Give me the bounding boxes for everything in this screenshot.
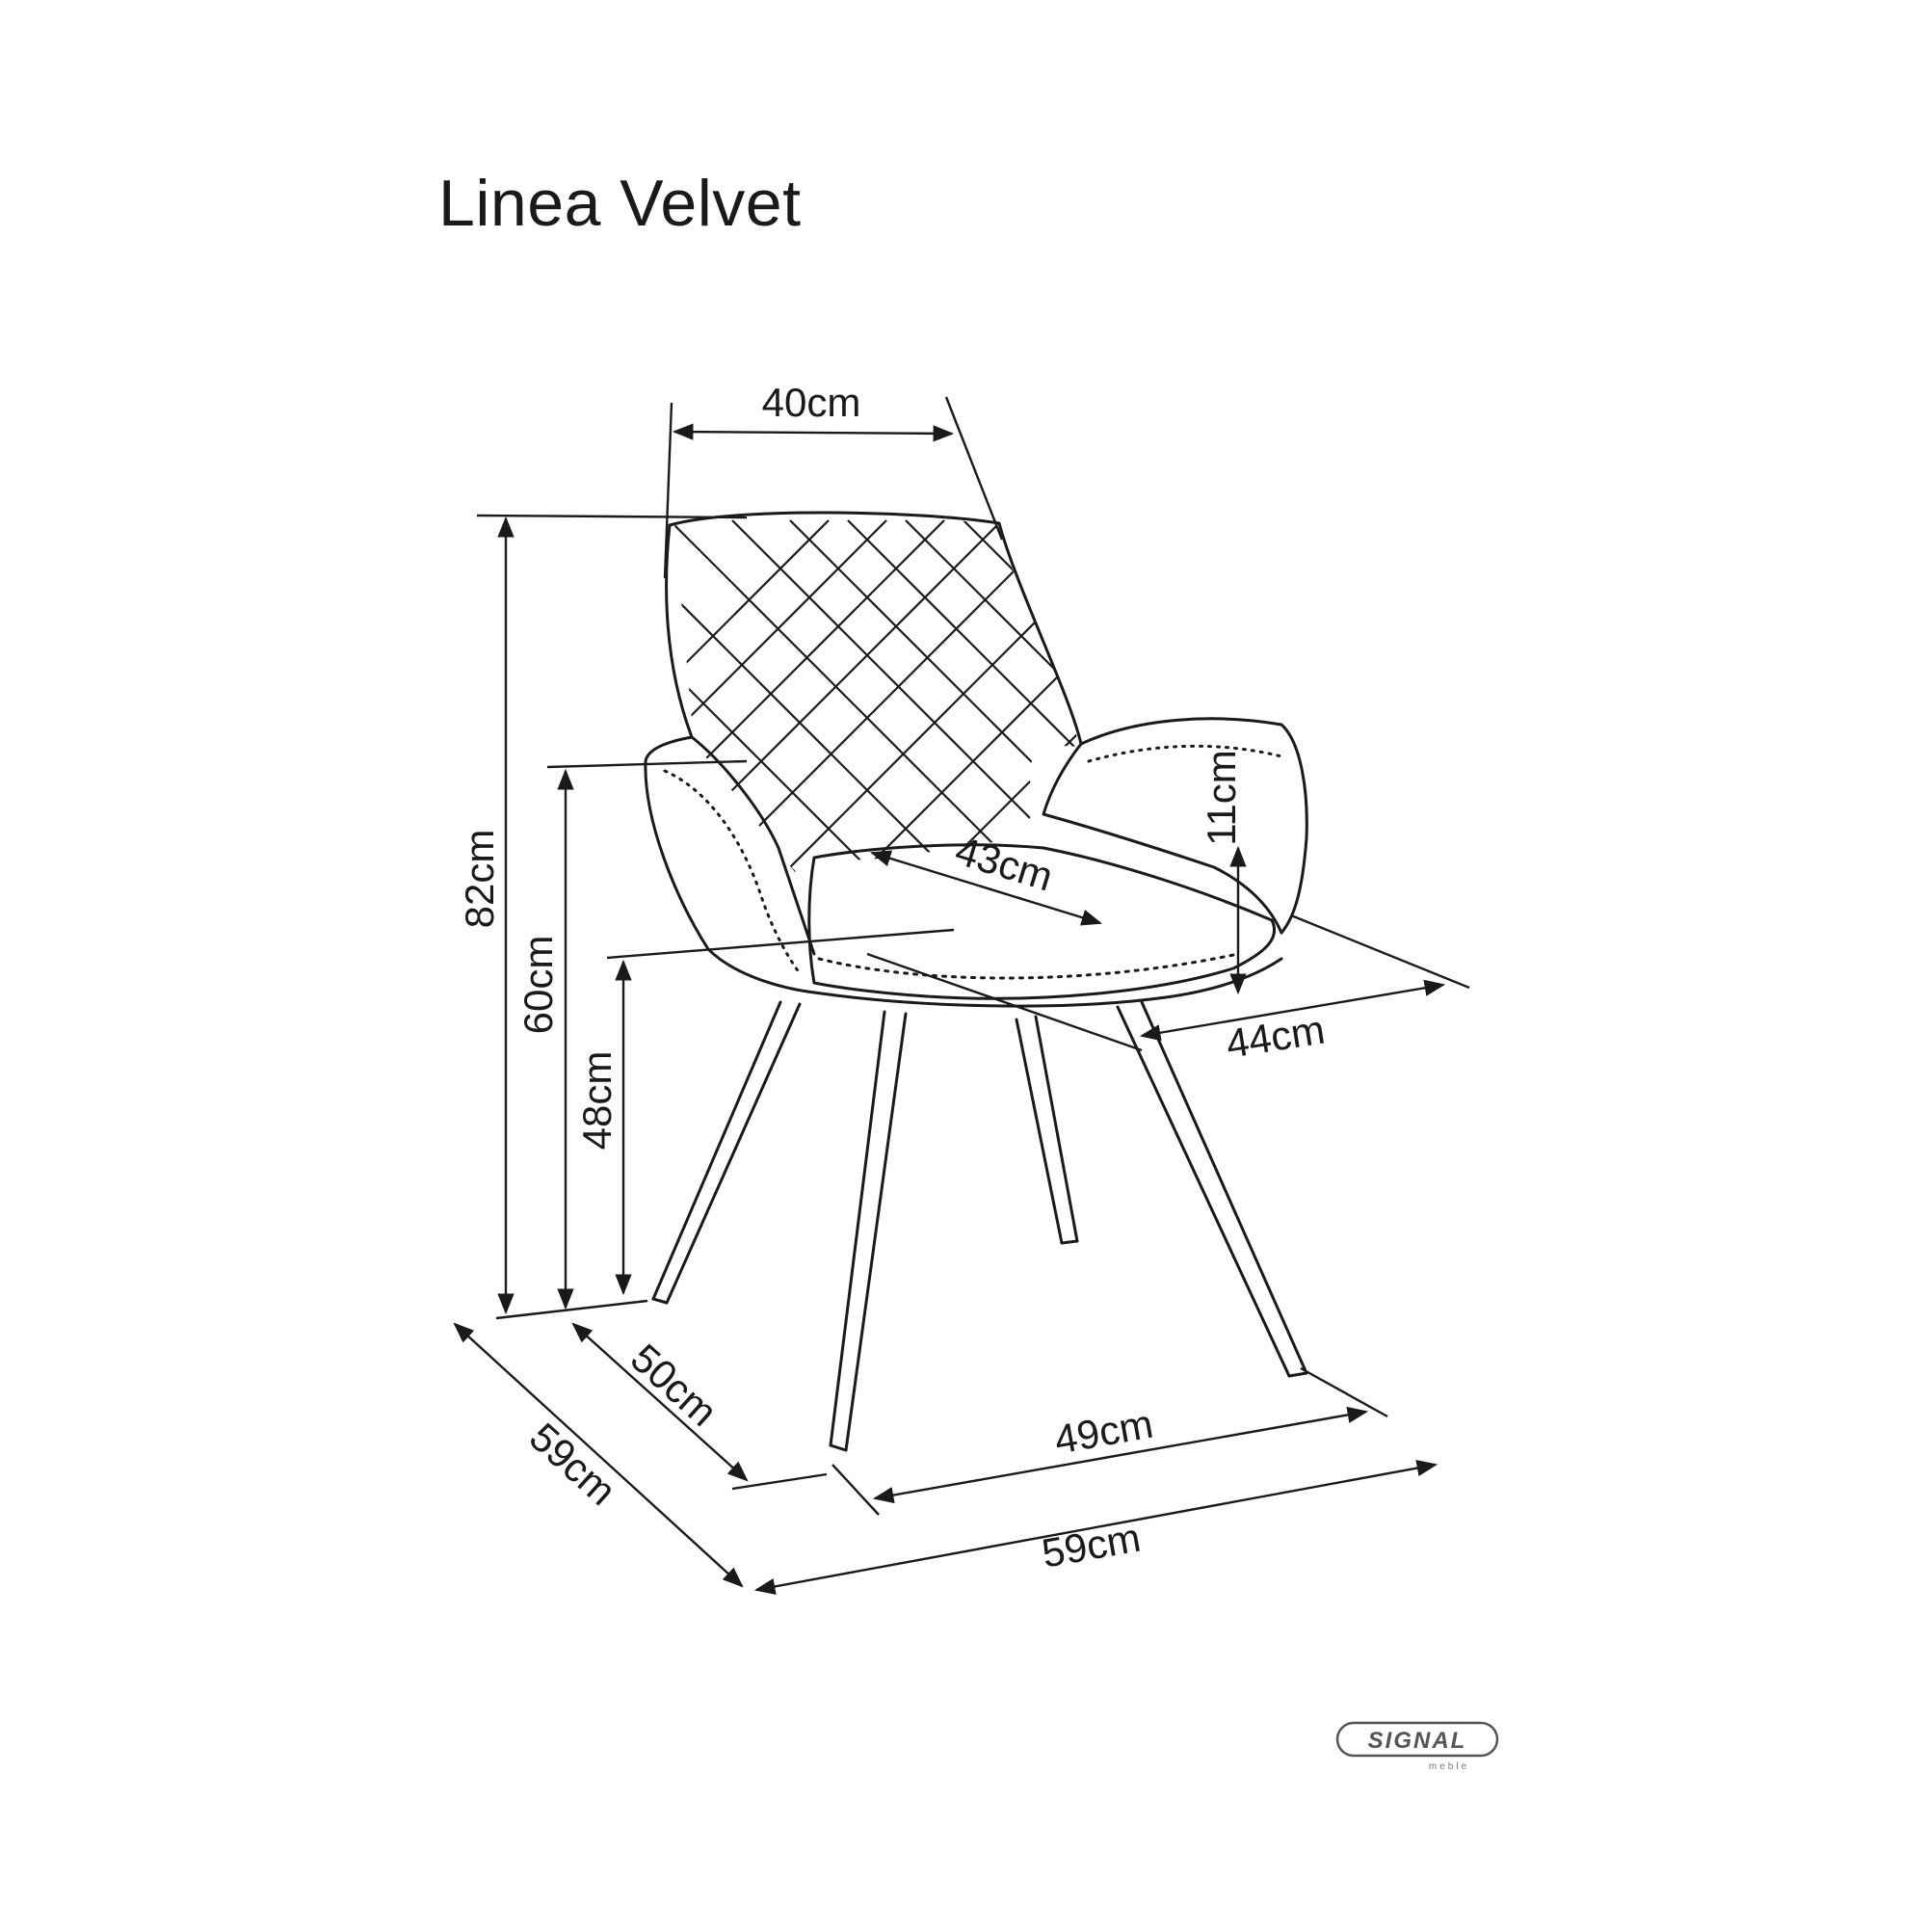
- dim-line-43cm: [869, 850, 1103, 926]
- ext-seat-front: [866, 952, 1143, 1052]
- ext-back-left: [663, 402, 673, 579]
- logo-brand: SIGNAL: [1368, 1728, 1467, 1754]
- chair-foot-right: [1287, 1371, 1308, 1378]
- chair-foot-left: [651, 1297, 669, 1305]
- chair-leg-back-right: [1015, 1015, 1079, 1245]
- chair-drawing: [644, 511, 1308, 1452]
- dimension-lines: [453, 396, 1470, 1595]
- ext-leg-right: [1300, 1366, 1388, 1418]
- dim-line-40cm: [672, 423, 955, 442]
- label-82cm: 82cm: [457, 830, 502, 929]
- label-11cm: 11cm: [1199, 750, 1244, 846]
- chair-right-arm: [1079, 717, 1308, 935]
- label-48cm: 48cm: [574, 1051, 620, 1151]
- chair-backrest: [668, 511, 1083, 746]
- chair-seat-bottom: [812, 957, 1283, 1008]
- ext-leg-left-bottom: [731, 1472, 828, 1491]
- chair-leg-front-right: [1116, 1000, 1308, 1378]
- label-50cm: 50cm: [622, 1335, 726, 1435]
- chair-backrest-left-edge: [665, 523, 694, 739]
- dim-line-59cm-depth: [453, 1322, 744, 1588]
- ext-seat: [606, 928, 955, 960]
- ext-back-right: [944, 396, 1004, 541]
- chair-seat-front: [817, 952, 1240, 980]
- dim-line-44cm: [1139, 979, 1446, 1042]
- label-49cm: 49cm: [1051, 1401, 1156, 1463]
- signal-logo: SIGNAL meble: [1335, 1721, 1499, 1772]
- label-59cm-width: 59cm: [1039, 1515, 1144, 1576]
- ext-floor: [495, 1299, 648, 1320]
- label-60cm: 60cm: [515, 936, 561, 1035]
- chair-leg-front-mid: [829, 1010, 908, 1452]
- ext-armrest-right: [1290, 913, 1470, 990]
- chair-left-arm: [644, 735, 816, 994]
- chair-leg-front-left: [651, 1000, 802, 1305]
- label-43cm: 43cm: [950, 828, 1058, 900]
- label-40cm: 40cm: [762, 380, 861, 425]
- chair-left-arm-seam: [663, 769, 802, 975]
- label-44cm: 44cm: [1223, 1006, 1328, 1066]
- logo-sub: meble: [1429, 1761, 1469, 1772]
- dim-line-59cm-width: [753, 1460, 1439, 1595]
- ext-leg-mid-bottom: [832, 1464, 880, 1516]
- chair-right-arm-inner: [1042, 742, 1283, 935]
- chair-right-arm-seam: [1087, 744, 1283, 763]
- chair-foot-mid: [829, 1443, 848, 1452]
- ext-top: [476, 514, 748, 519]
- product-title: Linea Velvet: [438, 167, 802, 240]
- chair-foot-back: [1060, 1239, 1079, 1245]
- ext-arm: [546, 759, 748, 769]
